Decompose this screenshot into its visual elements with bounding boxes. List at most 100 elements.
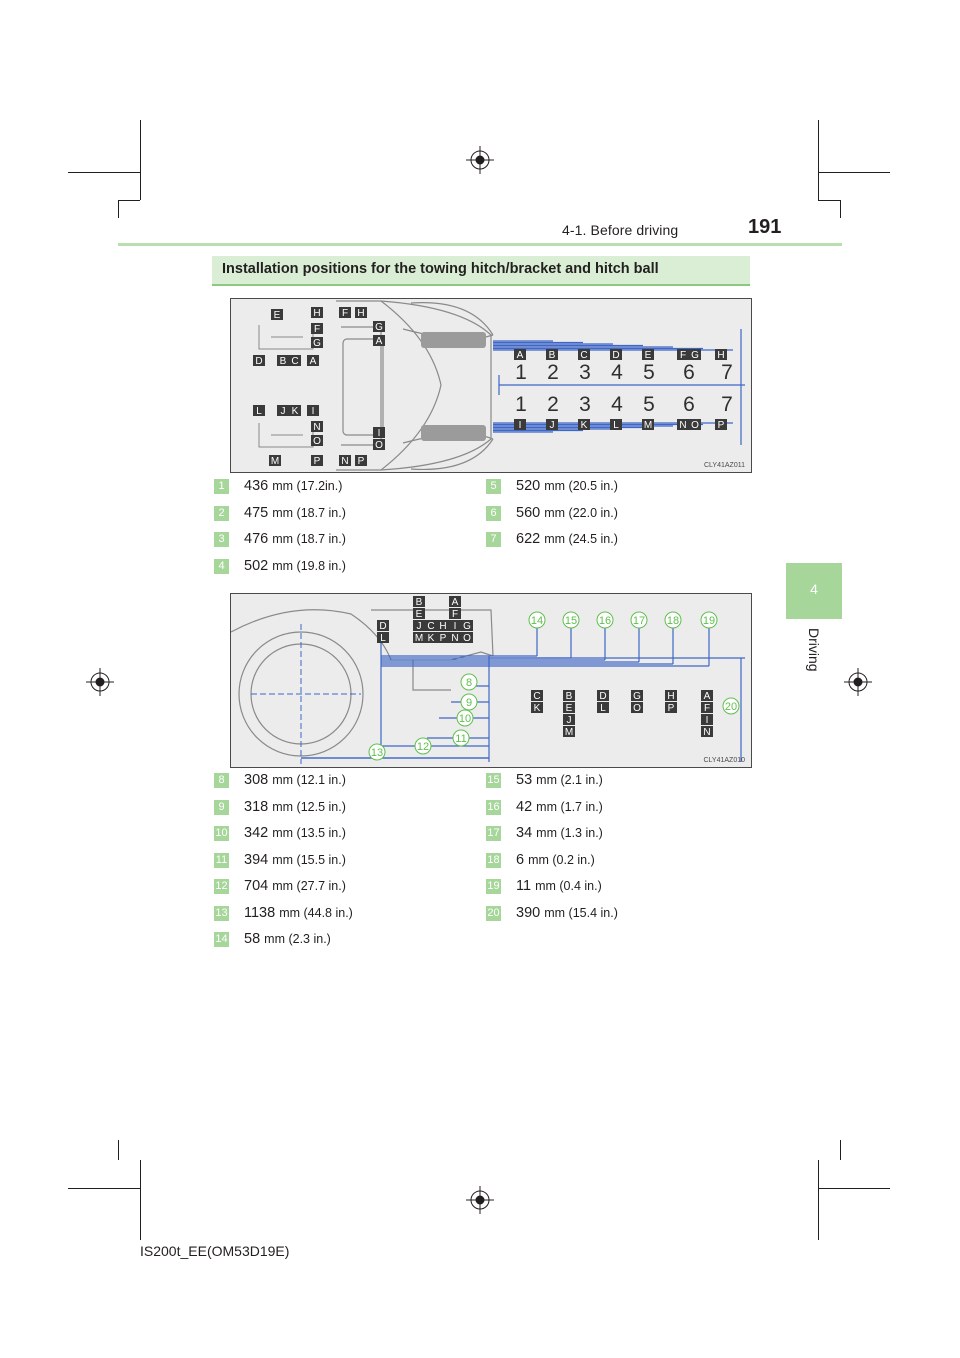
svg-text:12: 12 [417,741,429,753]
hitch-label: H [311,307,323,319]
svg-text:A: A [517,350,524,361]
hitch-label: N [311,421,323,433]
svg-text:G: G [375,322,383,333]
callout-number: 16 [596,611,614,629]
chapter-tab-label: Driving [806,628,822,672]
svg-text:H: H [667,691,674,702]
measurement-number-badge: 15 [486,773,501,788]
side-label: B [563,690,575,702]
side-label: C [531,690,543,702]
measurement-value: 704 mm (27.7 in.) [244,878,346,894]
svg-text:L: L [613,420,619,431]
hitch-label: C [289,355,301,367]
chapter-tab-number: 4 [786,563,842,619]
measurement-number-badge: 3 [214,532,229,547]
hitch-label: O [311,435,323,447]
side-label: J [563,714,575,726]
side-label: H [437,620,449,632]
svg-text:A: A [376,336,383,347]
svg-text:O: O [463,633,471,644]
measurement-number-badge: 6 [486,505,501,521]
svg-text:18: 18 [667,615,679,627]
svg-text:D: D [255,356,262,367]
callout-number: 18 [664,611,682,629]
side-label: E [413,608,425,620]
svg-text:J: J [417,621,422,632]
position-label-upper: D [610,349,622,361]
position-label-lower: O [689,419,701,431]
svg-text:G: G [691,350,699,361]
svg-text:N: N [679,420,686,431]
svg-text:P: P [440,633,447,644]
hitch-label: J [277,405,289,417]
measurement-value: 1138 mm (44.8 in.) [244,904,353,921]
measurement-number-badge: 14 [214,932,229,947]
callout-number: 17 [630,611,648,629]
dimension-number: 1 [515,361,527,384]
svg-text:B: B [566,691,573,702]
wheel-top-icon [421,332,486,348]
svg-text:N: N [313,422,320,433]
svg-text:O: O [313,436,321,447]
side-label: E [563,702,575,714]
svg-text:15: 15 [565,615,577,627]
position-label-lower: N [677,419,689,431]
position-label-lower: I [514,419,526,431]
side-label: L [377,632,389,644]
svg-text:H: H [717,350,724,361]
svg-text:J: J [567,715,572,726]
svg-text:D: D [599,691,606,702]
hitch-label: B [277,355,289,367]
svg-text:A: A [310,356,317,367]
measurement-value: 42 mm (1.7 in.) [516,798,603,815]
svg-text:A: A [704,691,711,702]
measurement-number-badge: 5 [486,479,501,494]
svg-text:D: D [379,621,386,632]
svg-text:P: P [668,703,675,714]
measurement-value: 475 mm (18.7 in.) [244,504,346,521]
position-label-upper: B [546,349,558,361]
svg-text:G: G [313,338,321,349]
measurement-number-badge: 11 [214,852,229,868]
svg-text:M: M [415,633,423,644]
side-label: P [665,702,677,714]
position-label-lower: M [642,419,654,431]
svg-text:10: 10 [459,713,471,725]
hitch-label: I [373,427,385,439]
svg-text:L: L [256,406,262,417]
measurement-number-badge: 1 [214,479,229,494]
position-label-lower: P [715,419,727,431]
section-title: Installation positions for the towing hi… [212,256,750,286]
side-label: M [563,726,575,738]
dimension-number: 4 [611,361,623,384]
measurement-number-badge: 10 [214,826,229,841]
position-label-lower: K [578,419,590,431]
measurement-value: 6 mm (0.2 in.) [516,851,595,868]
position-label-upper: G [689,349,701,361]
svg-text:H: H [357,308,364,319]
svg-text:F: F [314,324,320,335]
hitch-label: P [311,455,323,467]
svg-text:9: 9 [466,697,472,709]
svg-text:F: F [452,609,458,620]
dimension-number: 3 [579,361,591,384]
measurement-number-badge: 2 [214,505,229,521]
side-label: D [597,690,609,702]
side-label: F [701,702,713,714]
svg-text:13: 13 [371,747,383,759]
registration-target-icon [466,146,494,174]
dimension-number: 5 [643,361,655,384]
page-number: 191 [748,216,782,238]
svg-text:K: K [428,633,435,644]
svg-text:C: C [291,356,298,367]
footer-code: IS200t_EE(OM53D19E) [140,1243,290,1259]
hitch-label: H [355,307,367,319]
measurement-number-badge: 13 [214,905,229,921]
svg-text:E: E [566,703,573,714]
side-label: B [413,596,425,608]
svg-text:20: 20 [725,701,737,713]
side-label: K [531,702,543,714]
svg-text:I: I [378,428,381,439]
side-label: H [665,690,677,702]
